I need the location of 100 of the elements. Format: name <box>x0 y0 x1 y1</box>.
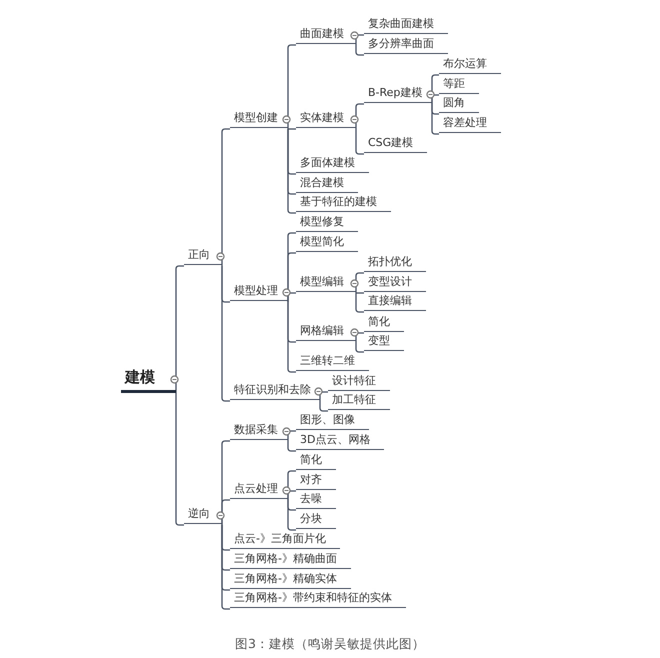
topic-label: 复杂曲面建模 <box>368 17 434 30</box>
branch-line <box>287 129 296 214</box>
branch-line <box>287 292 296 302</box>
topic-label: 直接编辑 <box>368 294 412 307</box>
topic-node <box>439 56 501 74</box>
topic-label: 特征识别和去除 <box>234 383 311 396</box>
branch-line <box>221 266 230 402</box>
topic-label: 等距 <box>443 77 465 90</box>
topic-node <box>230 590 406 608</box>
topic-node <box>439 95 479 113</box>
topic-node <box>328 392 390 410</box>
topic-label: 变型设计 <box>368 275 412 288</box>
topic-label: 模型简化 <box>300 235 344 248</box>
topic-label: 多分辨率曲面 <box>368 37 434 50</box>
branch-line <box>355 272 364 293</box>
topic-label: 三角网格-》带约束和特征的实体 <box>234 591 392 604</box>
branch-line <box>431 104 439 135</box>
topic-node <box>328 373 390 391</box>
topic-label: 点云-》三角面片化 <box>234 532 326 545</box>
branch-line <box>288 128 296 130</box>
topic-node <box>296 155 369 173</box>
topic-label: 点云处理 <box>234 482 278 495</box>
topic-node <box>364 135 428 153</box>
topic-label: 数据采集 <box>234 423 278 436</box>
topic-label: 模型处理 <box>234 284 278 297</box>
topic-label: 模型修复 <box>300 215 344 228</box>
branch-line <box>355 293 364 313</box>
topic-node <box>296 491 336 509</box>
topic-node <box>364 314 404 332</box>
topic-label: 基于特征的建模 <box>300 195 377 208</box>
topic-label: 简化 <box>368 315 390 328</box>
branch-line <box>287 441 296 452</box>
branch-line <box>221 525 230 610</box>
branch-line <box>431 94 439 104</box>
topic-node <box>296 234 358 252</box>
topic-label: B-Rep建模 <box>368 86 422 99</box>
topic-label: 设计特征 <box>332 374 376 387</box>
topic-label: 实体建模 <box>300 111 344 124</box>
topic-label: 容差处理 <box>443 116 487 129</box>
topic-node <box>439 115 501 133</box>
topic-label: 曲面建模 <box>300 27 344 40</box>
branch-line <box>175 265 184 394</box>
branch-line <box>319 401 328 412</box>
topic-node <box>364 274 426 292</box>
topic-label: 混合建模 <box>300 176 344 189</box>
topic-label: 分块 <box>300 512 322 525</box>
branch-line <box>355 45 364 56</box>
topic-node <box>230 571 351 589</box>
topic-label: 正向 <box>188 248 210 261</box>
topic-node <box>296 175 358 193</box>
topic-node <box>230 551 351 569</box>
branch-line <box>175 394 184 526</box>
topic-node <box>296 194 391 212</box>
topic-label: 模型编辑 <box>300 275 344 288</box>
topic-node <box>296 511 336 529</box>
topic-node <box>364 333 404 351</box>
caption: 图3：建模（鸣谢吴敏提供此图） <box>234 636 426 653</box>
topic-label: 网格编辑 <box>300 324 344 337</box>
branch-line <box>287 430 296 441</box>
topic-label: 3D点云、网格 <box>300 433 370 446</box>
topic-node <box>364 293 426 311</box>
topic-label: 三维转二维 <box>300 354 355 367</box>
branch-line <box>287 44 296 129</box>
branch-line <box>287 302 296 373</box>
branch-line <box>221 499 230 525</box>
topic-label: 三角网格-》精确曲面 <box>234 552 337 565</box>
topic-node <box>364 254 426 272</box>
topic-label: 布尔运算 <box>443 57 487 70</box>
topic-label: 模型创建 <box>234 111 278 124</box>
branch-line <box>287 490 296 500</box>
topic-node <box>296 412 369 430</box>
branch-line <box>356 292 364 294</box>
topic-node <box>439 76 479 94</box>
branch-line <box>319 391 328 401</box>
topic-label: 多面体建模 <box>300 156 355 169</box>
topic-label: 逆向 <box>188 507 210 520</box>
branch-line <box>355 129 364 155</box>
topic-node <box>296 214 358 232</box>
topic-label: 加工特征 <box>332 393 376 406</box>
topic-label: 建模 <box>125 368 155 386</box>
topic-node <box>296 432 384 450</box>
branch-line <box>355 332 364 342</box>
topic-label: 对齐 <box>300 473 322 486</box>
topic-node <box>364 36 448 54</box>
branch-line <box>287 500 296 531</box>
topic-label: 简化 <box>300 453 322 466</box>
topic-label: 拓扑优化 <box>368 255 412 268</box>
topic-node <box>296 472 336 490</box>
topic-label: 圆角 <box>443 96 465 109</box>
branch-line <box>221 128 230 266</box>
topic-label: 去噪 <box>300 492 322 505</box>
topic-label: CSG建模 <box>368 136 414 149</box>
topic-node <box>296 452 336 470</box>
topic-node <box>230 531 340 549</box>
topic-node <box>364 16 448 34</box>
topic-label: 变型 <box>368 334 390 347</box>
topic-node <box>296 353 369 371</box>
branch-line <box>355 34 364 45</box>
branch-line <box>355 103 364 129</box>
branch-line <box>355 342 364 353</box>
